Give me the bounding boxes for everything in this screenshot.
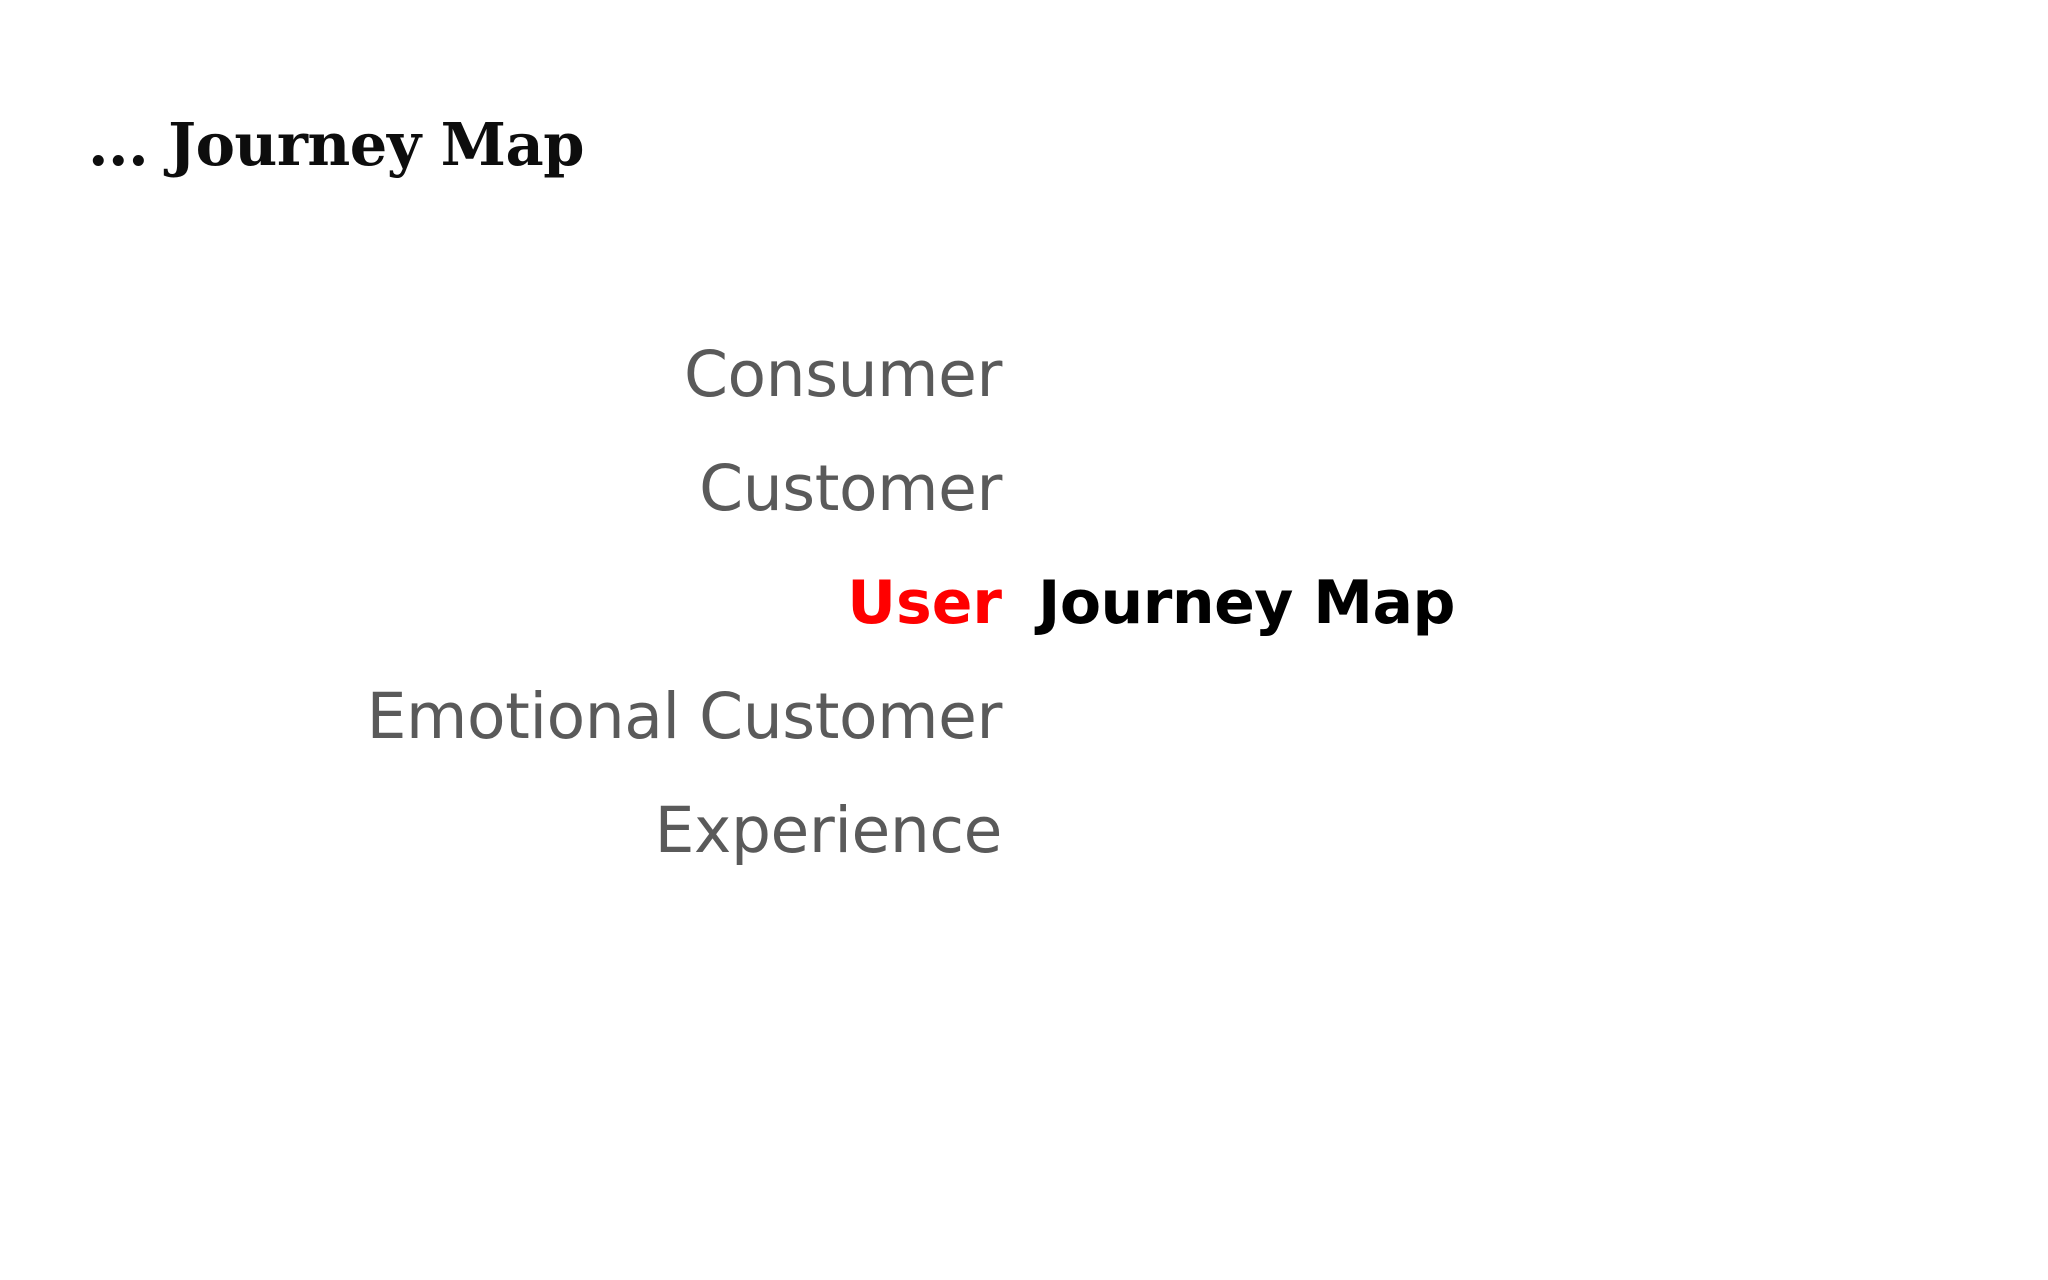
qualifier-customer: Customer	[699, 452, 1002, 525]
qualifier-user-highlighted: User	[847, 568, 1002, 638]
word-construct: Consumer Customer User Emotional Custome…	[0, 318, 1540, 878]
qualifier-consumer: Consumer	[683, 338, 1002, 411]
qualifier-stack: Consumer Customer User Emotional Custome…	[0, 318, 1003, 888]
noun-phrase-journey-map: Journey Map	[1038, 568, 1455, 638]
page-title: ... Journey Map	[88, 109, 584, 179]
qualifier-emotional-customer: Emotional Customer	[366, 680, 1003, 753]
qualifier-experience: Experience	[654, 794, 1003, 867]
